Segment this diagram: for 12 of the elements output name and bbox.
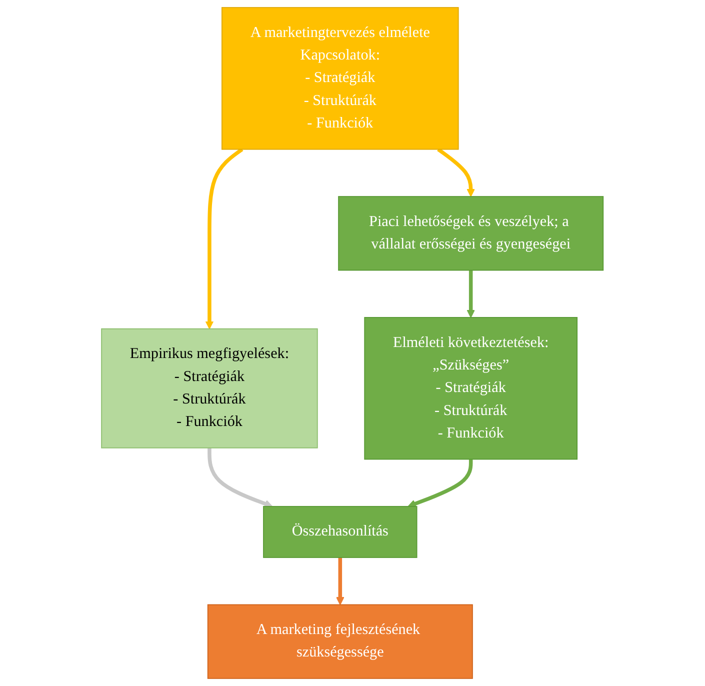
node-box: A marketing fejlesztésének szükségessége — [208, 604, 474, 679]
node-box: Elméleti következtetések: „Szükséges” - Stratégiák - Struktúrák - Funkciók — [364, 317, 578, 460]
node-box: Piaci lehetőségek és veszélyek; a vállalat erősségei és gyengeségei — [338, 196, 604, 271]
arrow — [408, 459, 473, 508]
node-box: Összehasonlítás — [263, 506, 418, 558]
arrow — [466, 270, 476, 318]
arrow — [208, 448, 273, 508]
arrow — [437, 148, 476, 197]
arrow — [205, 148, 244, 330]
node-box: A marketingtervezés elmélete Kapcsolatok: - Stratégiák - Struktúrák - Funkciók — [222, 7, 459, 150]
node-box: Empirikus megfigyelések: - Stratégiák - Struktúrák - Funkciók — [101, 328, 318, 448]
arrow — [336, 557, 344, 606]
